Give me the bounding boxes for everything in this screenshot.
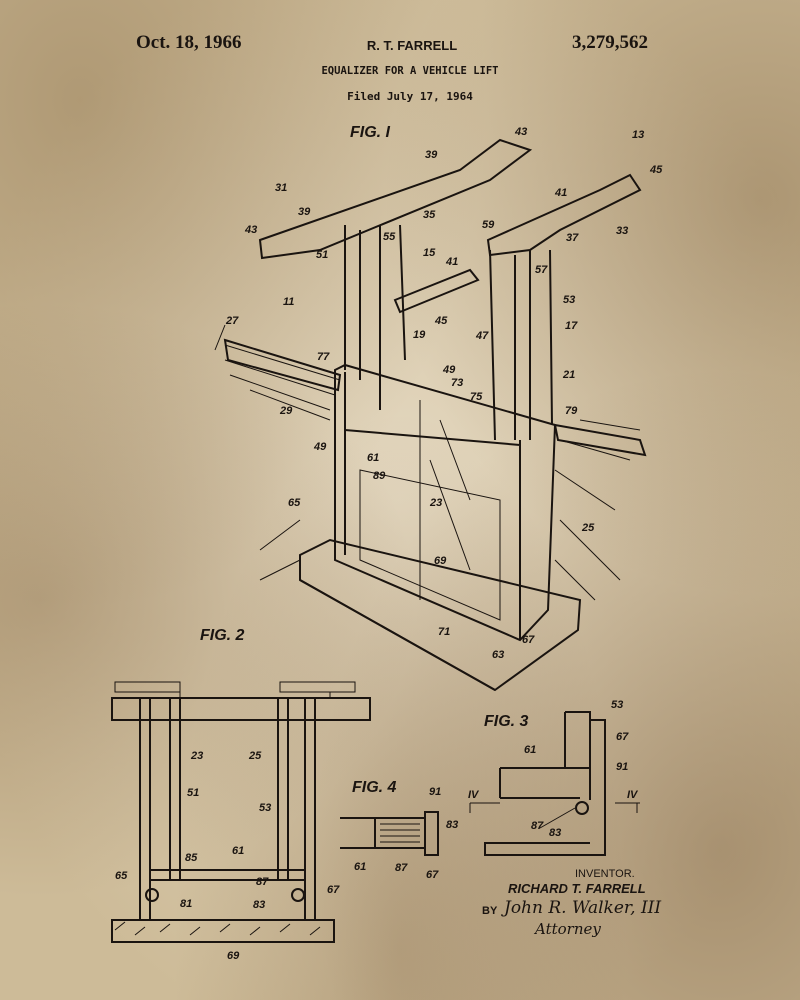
ref-numeral: 85 xyxy=(185,852,198,864)
ref-numeral: 61 xyxy=(354,861,366,873)
inventor-short: R. T. FARRELL xyxy=(366,38,458,53)
patent-title: EQUALIZER FOR A VEHICLE LIFT xyxy=(321,65,499,77)
ref-numeral: 55 xyxy=(383,231,396,243)
fig1-drawing: FIG. I xyxy=(214,124,647,692)
ref-numeral: 67 xyxy=(426,869,439,881)
section-marker: IV xyxy=(468,789,480,801)
ref-numeral: 27 xyxy=(225,315,239,327)
ref-numeral: 67 xyxy=(327,884,340,896)
ref-numeral: 67 xyxy=(522,634,535,646)
ref-numeral: 39 xyxy=(425,149,438,161)
ref-numeral: 31 xyxy=(275,182,287,194)
patent-number: 3,279,562 xyxy=(572,32,648,53)
ref-numeral: 61 xyxy=(367,452,379,464)
ref-numeral: 43 xyxy=(514,126,527,138)
ref-numeral: 59 xyxy=(482,219,495,231)
ref-numeral: 39 xyxy=(298,206,311,218)
ref-numeral: 45 xyxy=(649,164,663,176)
ref-numeral: 61 xyxy=(232,845,244,857)
fig3-drawing: FIG. 3 xyxy=(469,711,640,856)
attorney-signature: John R. Walker, III xyxy=(504,898,662,918)
ref-numeral: 21 xyxy=(562,369,575,381)
patent-date: Oct. 18, 1966 xyxy=(136,32,242,53)
ref-numeral: 25 xyxy=(581,522,595,534)
ref-numeral: 43 xyxy=(244,224,257,236)
ref-numeral: 13 xyxy=(632,129,644,141)
fig4-label: FIG. 4 xyxy=(352,779,397,796)
ref-numeral: 61 xyxy=(524,744,536,756)
fig2-drawing: FIG. 2 xyxy=(111,627,371,943)
ref-numeral: 83 xyxy=(549,827,561,839)
ref-numeral: 15 xyxy=(423,247,436,259)
ref-numeral: 83 xyxy=(253,899,265,911)
fig3-label: FIG. 3 xyxy=(484,713,529,730)
ref-numeral: 73 xyxy=(451,377,463,389)
ref-numeral: 69 xyxy=(434,555,447,567)
ref-numeral: 45 xyxy=(434,315,448,327)
ref-numeral: 53 xyxy=(259,802,271,814)
ref-numeral: 91 xyxy=(616,761,628,773)
ref-numeral: 65 xyxy=(288,497,301,509)
ref-numeral: 89 xyxy=(373,470,386,482)
ref-numeral: 25 xyxy=(248,750,262,762)
ref-numeral: 87 xyxy=(395,862,408,874)
ref-numeral: 19 xyxy=(413,329,426,341)
by-label: BY xyxy=(482,905,498,917)
fig2-label: FIG. 2 xyxy=(200,627,245,644)
ref-numeral: 91 xyxy=(429,786,441,798)
ref-numeral: 49 xyxy=(442,364,456,376)
ref-numeral: 87 xyxy=(531,820,544,832)
ref-numeral: 75 xyxy=(470,391,483,403)
ref-numeral: 29 xyxy=(279,405,293,417)
ref-numeral: 53 xyxy=(563,294,575,306)
ref-numeral: 81 xyxy=(180,898,192,910)
ref-numeral: 87 xyxy=(256,876,269,888)
fig4-drawing: FIG. 4 xyxy=(340,779,439,856)
ref-numeral: 83 xyxy=(446,819,458,831)
ref-numeral: 53 xyxy=(611,699,623,711)
ref-numeral: 63 xyxy=(492,649,504,661)
inventor-label: INVENTOR. xyxy=(575,868,635,880)
ref-numeral: 57 xyxy=(535,264,548,276)
ref-numeral: 51 xyxy=(187,787,199,799)
ref-numeral: 41 xyxy=(445,256,458,268)
ref-numeral: 65 xyxy=(115,870,128,882)
fig1-label: FIG. I xyxy=(350,124,391,141)
ref-numeral: 69 xyxy=(227,950,240,962)
ref-numeral: 79 xyxy=(565,405,578,417)
ref-numeral: 71 xyxy=(438,626,450,638)
ref-numeral: 23 xyxy=(429,497,442,509)
ref-numeral: 11 xyxy=(283,296,294,308)
ref-numeral: 17 xyxy=(565,320,578,332)
ref-numeral: 23 xyxy=(190,750,203,762)
ref-numeral: 41 xyxy=(554,187,567,199)
ref-numeral: 47 xyxy=(475,330,489,342)
ref-numeral: 77 xyxy=(317,351,330,363)
inventor-name: RICHARD T. FARRELL xyxy=(508,881,646,896)
ref-numeral: 37 xyxy=(566,232,579,244)
section-marker: IV xyxy=(627,789,639,801)
ref-numeral: 67 xyxy=(616,731,629,743)
ref-numeral: 49 xyxy=(313,441,327,453)
ref-numeral: 51 xyxy=(316,249,328,261)
attorney-label: Attorney xyxy=(535,920,601,938)
filed-date: Filed July 17, 1964 xyxy=(347,90,473,103)
ref-numeral: 33 xyxy=(616,225,628,237)
ref-numeral: 35 xyxy=(423,209,436,221)
